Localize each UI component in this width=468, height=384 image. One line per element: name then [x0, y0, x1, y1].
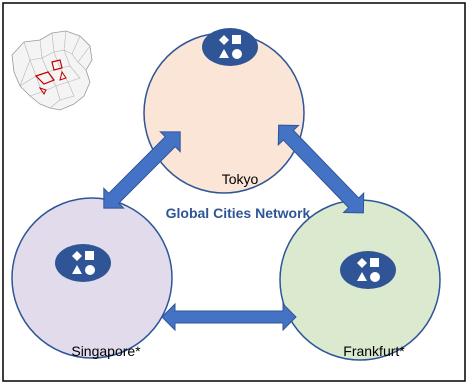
- square-icon: [85, 251, 94, 260]
- circle-icon: [232, 49, 242, 59]
- square-icon: [370, 258, 379, 267]
- tokyo-ward-map-icon: [11, 30, 93, 111]
- link-tokyo-frankfurt: [277, 124, 365, 214]
- diamond-icon: [72, 251, 82, 261]
- link-tokyo-singapore: [103, 131, 181, 209]
- triangle-icon: [219, 49, 229, 58]
- tokyo-symbols-badge: [202, 28, 258, 66]
- tokyo-label: Tokyo: [222, 171, 259, 187]
- diamond-icon: [357, 258, 367, 268]
- triangle-icon: [357, 272, 367, 281]
- singapore-symbols-badge: [55, 244, 111, 282]
- triangle-icon: [72, 265, 82, 274]
- frankfurt-symbols-badge: [340, 251, 396, 289]
- singapore-label: Singapore*: [71, 343, 141, 359]
- diagram-title: Global Cities Network: [166, 205, 311, 221]
- link-singapore-frankfurt: [161, 302, 297, 332]
- square-icon: [232, 35, 241, 44]
- diamond-icon: [219, 35, 229, 45]
- frankfurt-label: Frankfurt*: [343, 343, 405, 359]
- circle-icon: [370, 272, 380, 282]
- circle-icon: [85, 265, 95, 275]
